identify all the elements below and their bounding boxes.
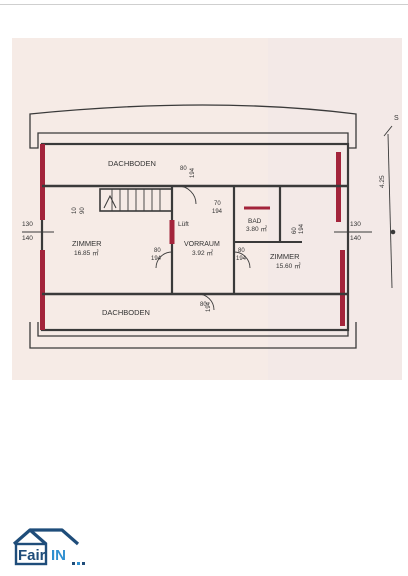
floor-plan-scan: DACHBODEN DACHBODEN ZIMMER 16.85 ㎡ ZIMME… — [12, 38, 402, 380]
dim-door-bottom-b: 194 — [206, 301, 212, 312]
outer-wall — [40, 142, 350, 332]
wall-red-left-top — [40, 144, 45, 220]
fairin-logo: Fair IN — [10, 522, 120, 568]
label-room-right-area: 15.60 ㎡ — [276, 261, 301, 270]
logo-dot-2 — [77, 562, 80, 565]
dim-far-right-line — [387, 133, 393, 289]
logo-dot-3 — [82, 562, 85, 565]
dim-bath-door-b: 194 — [299, 223, 305, 234]
logo-text-fair: Fair — [18, 547, 46, 564]
door-swing-left — [155, 251, 173, 269]
door-swing-right — [233, 251, 251, 269]
dim-stair-a: 10 — [72, 207, 78, 214]
wall-red-left-bottom — [40, 250, 45, 330]
dim-stair-b: 90 — [80, 207, 86, 214]
page-top-rule — [0, 4, 408, 5]
door-swing-top — [177, 185, 197, 205]
stair-steps — [111, 189, 161, 211]
floor-plan: DACHBODEN DACHBODEN ZIMMER 16.85 ㎡ ZIMME… — [22, 38, 402, 380]
dim-left-b: 140 — [22, 235, 33, 242]
dim-door-bottom-a: 80 — [200, 302, 207, 308]
dim-door-top-a: 80 — [180, 166, 187, 172]
dim-right-a: 130 — [350, 221, 361, 228]
edge-label: S — [394, 115, 399, 122]
dim-left-a: 130 — [22, 221, 33, 228]
label-hall: VORRAUM — [184, 241, 220, 248]
dim-door-mid-a: 70 — [214, 201, 221, 207]
logo-text-in: IN — [51, 547, 66, 564]
label-room-left: ZIMMER — [72, 239, 102, 248]
label-bath: BAD — [248, 218, 262, 225]
stair-arrow — [103, 194, 117, 209]
label-room-left-area: 16.85 ㎡ — [74, 248, 99, 257]
dim-bath-door-a: 60 — [292, 227, 298, 234]
paper-fold — [268, 38, 402, 380]
logo-dot-1 — [72, 562, 75, 565]
dim-far-right-dot — [390, 229, 396, 235]
dim-right-b: 140 — [350, 235, 361, 242]
label-attic-top: DACHBODEN — [108, 159, 156, 168]
dim-door-left-b: 194 — [151, 256, 162, 262]
dim-far-right: 4.25 — [379, 175, 386, 188]
label-hall-area: 3.92 ㎡ — [192, 248, 213, 257]
dim-door-top-b: 194 — [190, 167, 196, 178]
dim-door-right-b: 194 — [236, 256, 247, 262]
dim-door-mid-b: 194 — [212, 209, 223, 215]
door-swing-bottom — [197, 293, 215, 311]
wall-red-right-bottom — [340, 250, 345, 326]
label-vent: Lüft — [178, 221, 189, 228]
house-logo-icon: Fair IN — [12, 528, 85, 566]
dim-door-left-a: 80 — [154, 248, 161, 254]
dim-far-right-tick — [383, 125, 393, 137]
label-room-right: ZIMMER — [270, 252, 300, 261]
label-bath-area: 3.80 ㎡ — [246, 224, 267, 233]
label-attic-bottom: DACHBODEN — [102, 308, 150, 317]
dim-door-right-a: 80 — [238, 248, 245, 254]
